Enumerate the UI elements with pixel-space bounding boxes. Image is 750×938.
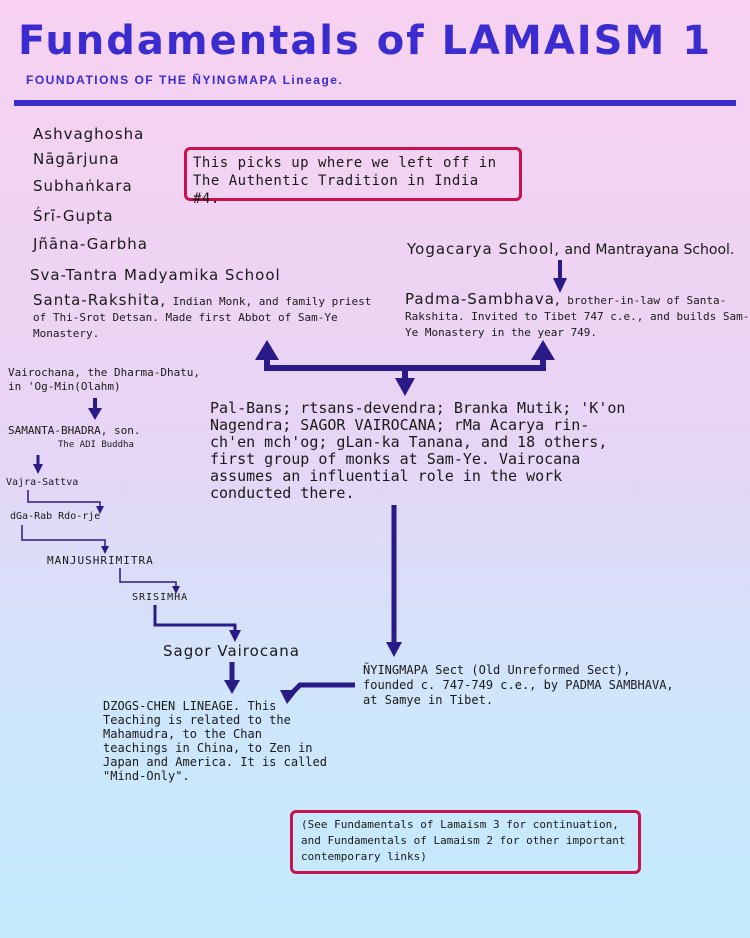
merge-bracket bbox=[264, 348, 546, 371]
lineage-dga-rab: dGa-Rab Rdo-rje bbox=[10, 511, 101, 522]
down-arrow-vajra bbox=[33, 464, 43, 474]
lineage-subhankara: Subhaṅkara bbox=[33, 177, 133, 195]
padma-sambhava-name: Padma-Sambhava, bbox=[405, 290, 561, 308]
padma-sambhava-desc: brother-in-law of Santa-Rakshita. Invite… bbox=[405, 294, 750, 339]
lineage-sva-tantra: Sva-Tantra Madyamika School bbox=[30, 266, 281, 284]
see-also-box: (See Fundamentals of Lamaism 3 for conti… bbox=[290, 810, 641, 874]
page-subtitle: FOUNDATIONS OF THE ÑYINGMAPA Lineage. bbox=[26, 73, 344, 87]
lineage-sagor-vairocana: Sagor Vairocana bbox=[163, 642, 300, 660]
see-also-text: (See Fundamentals of Lamaism 3 for conti… bbox=[301, 818, 626, 863]
padma-sambhava-block: Padma-Sambhava, brother-in-law of Santa-… bbox=[405, 292, 750, 340]
lineage-vajra-sattva: Vajra-Sattva bbox=[6, 477, 79, 488]
page-title: Fundamentals of LAMAISM 1 bbox=[18, 18, 713, 64]
lineage-nagarjuna: Nāgārjuna bbox=[33, 150, 120, 168]
yogacarya-name: Yogacarya School, bbox=[407, 240, 561, 258]
nyingmapa-sect-text: ÑYINGMAPA Sect (Old Unreformed Sect), fo… bbox=[363, 663, 674, 707]
down-arrow-dzogchen bbox=[224, 680, 240, 694]
header-divider bbox=[14, 100, 736, 106]
down-arrow-monks bbox=[395, 378, 415, 396]
sam-ye-monks-text: Pal-Bans; rtsans-devendra; Branka Mutik;… bbox=[210, 399, 626, 502]
yogacarya-block: Yogacarya School, and Mantrayana School. bbox=[407, 240, 742, 259]
lineage-manjushrimitra: MANJUSHRIMITRA bbox=[47, 554, 154, 567]
up-arrow-padma bbox=[531, 340, 555, 360]
note-box: This picks up where we left off in The A… bbox=[184, 147, 522, 207]
santa-rakshita-block: Santa-Rakshita, Indian Monk, and family … bbox=[33, 293, 383, 341]
arrow-to-dzogchen bbox=[280, 690, 298, 704]
lineage-samanta-bhadra: SAMANTA-BHADRA, son. bbox=[8, 424, 141, 437]
lineage-vairochana: Vairochana, the Dharma-Dhatu, in 'Og-Min… bbox=[8, 366, 201, 393]
santa-rakshita-name: Santa-Rakshita, bbox=[33, 291, 167, 309]
lineage-sri-gupta: Śrī-Gupta bbox=[33, 207, 114, 225]
down-arrow-samanta bbox=[88, 408, 102, 420]
down-arrow-nyingmapa bbox=[386, 642, 402, 657]
santa-rakshita-desc: Indian Monk, and family priest of Thi-Sr… bbox=[33, 295, 372, 340]
yogacarya-rest: and Mantrayana School. bbox=[560, 242, 735, 258]
down-arrow-padma bbox=[553, 278, 567, 293]
lineage-adi-buddha: The ADI Buddha bbox=[58, 440, 134, 450]
up-arrow-santa bbox=[255, 340, 279, 360]
lineage-jnana-garbha: Jñāna-Garbha bbox=[33, 235, 148, 253]
note-text: This picks up where we left off in The A… bbox=[193, 155, 497, 207]
dzogchen-lineage-text: DZOGS-CHEN LINEAGE. This Teaching is rel… bbox=[103, 699, 327, 783]
lineage-ashvaghosha: Ashvaghosha bbox=[33, 125, 145, 143]
lineage-srisimha: SRISIMHA bbox=[132, 592, 189, 603]
